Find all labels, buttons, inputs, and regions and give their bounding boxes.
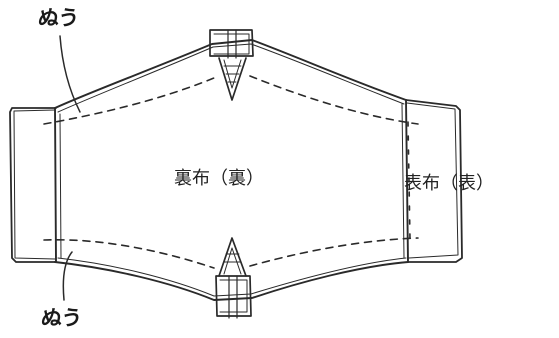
sew-label-top: ぬう	[36, 6, 80, 30]
leader-line-bottom	[62, 251, 73, 301]
body-right-edge	[405, 99, 409, 263]
body-top-edge	[54, 39, 407, 109]
left-outer-flap	[9, 107, 57, 263]
body-bottom-edge	[54, 261, 409, 301]
bottom-dart	[215, 237, 252, 319]
inner-fabric-label: 裏布（裏）	[174, 168, 264, 189]
stitch-top	[43, 75, 419, 125]
sew-label-bottom: ぬう	[39, 306, 83, 330]
body-top-edge-double	[57, 43, 405, 113]
body-right-edge-inner	[401, 103, 405, 259]
stitch-lines	[43, 75, 419, 269]
leader-line-top	[59, 35, 81, 113]
stitch-right-end	[407, 121, 411, 241]
right-outer-flap	[405, 99, 463, 263]
body-bottom-edge-double	[57, 257, 407, 297]
stitch-bottom	[43, 237, 419, 269]
body-left-edge	[54, 107, 57, 263]
inner-fabric-body	[54, 39, 409, 301]
outer-fabric-label: 表布（表）	[404, 173, 494, 194]
top-dart	[209, 29, 254, 101]
body-left-edge-inner	[59, 113, 62, 259]
